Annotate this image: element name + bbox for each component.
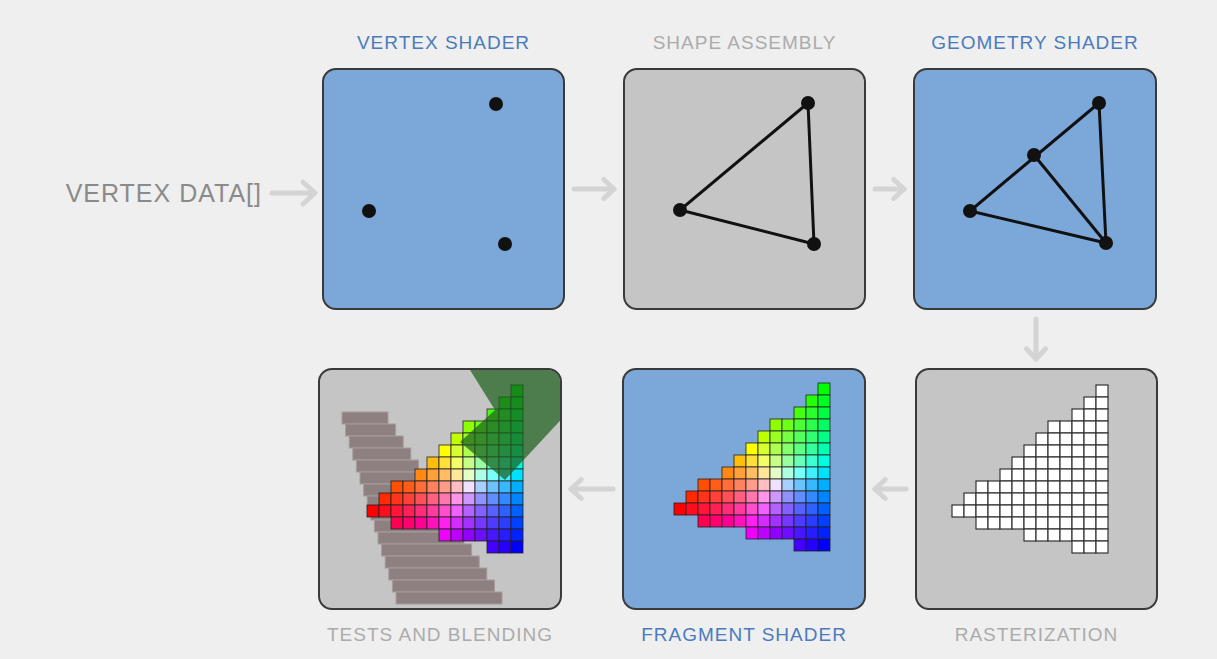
stage-heading: GEOMETRY SHADER: [931, 32, 1139, 53]
stage-illustration: [320, 370, 560, 608]
stage-heading: RASTERIZATION: [955, 624, 1119, 645]
pipeline-arrow: [875, 179, 904, 198]
pipeline-arrow: [1026, 319, 1045, 359]
input-label: VERTEX DATA[]: [66, 179, 262, 208]
fixed-stage-box: RASTERIZATION: [915, 368, 1158, 610]
stage-illustration: [625, 70, 864, 308]
pipeline-arrow: [875, 479, 906, 498]
stage-illustration: [915, 70, 1155, 308]
stage-illustration: [624, 370, 864, 608]
stage-heading: TESTS AND BLENDING: [327, 624, 553, 645]
programmable-stage-box: FRAGMENT SHADER: [622, 368, 866, 610]
stage-illustration: [917, 370, 1156, 608]
stage-heading: FRAGMENT SHADER: [641, 624, 847, 645]
pipeline-arrow: [574, 179, 614, 198]
stage-heading: SHAPE ASSEMBLY: [653, 32, 837, 53]
fixed-stage-box: TESTS AND BLENDING: [318, 368, 562, 610]
programmable-stage-box: GEOMETRY SHADER: [913, 68, 1157, 310]
pipeline-arrow: [571, 479, 613, 498]
fixed-stage-box: SHAPE ASSEMBLY: [623, 68, 866, 310]
stage-heading: VERTEX SHADER: [357, 32, 530, 53]
stage-illustration: [324, 70, 563, 308]
programmable-stage-box: VERTEX SHADER: [322, 68, 565, 310]
